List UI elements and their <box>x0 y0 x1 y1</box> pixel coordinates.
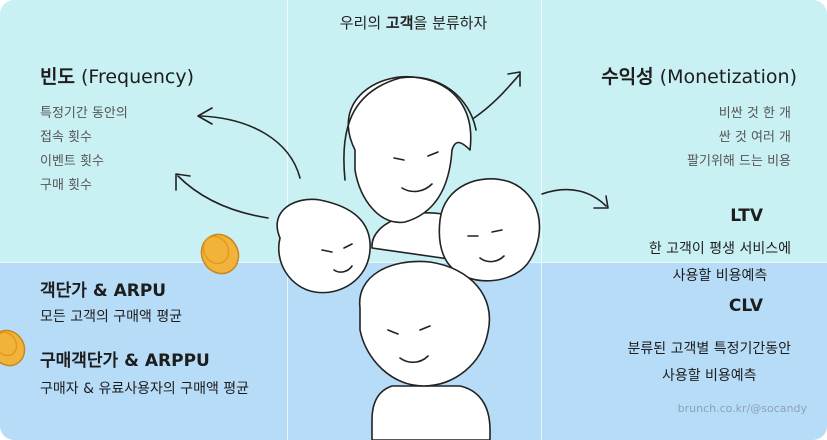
person-face <box>438 178 541 282</box>
clv-heading: CLV <box>728 296 763 316</box>
arrow-icon <box>175 173 269 219</box>
person-face <box>359 260 491 440</box>
ltv-description: 한 고객이 평생 서비스에 사용할 비용예측 <box>649 236 791 290</box>
arpu-heading: 객단가 & ARPU <box>40 281 167 301</box>
list-item: 싼 것 여러 개 <box>718 130 791 145</box>
arppu-heading: 구매객단가 & ARPPU <box>40 351 210 371</box>
monetization-title-rest: (Monetization) <box>653 66 797 88</box>
frequency-heading: 빈도 (Frequency) <box>40 62 194 89</box>
title-post: 을 분류하자 <box>413 14 488 32</box>
list-item: 비싼 것 한 개 <box>718 106 791 121</box>
page-title: 우리의 고객을 분류하자 <box>0 12 827 33</box>
arrow-icon <box>473 71 521 119</box>
ltv-heading: LTV <box>730 206 763 226</box>
frequency-title-bold: 빈도 <box>40 66 75 88</box>
title-pre: 우리의 <box>339 14 386 32</box>
arrow-icon <box>197 107 301 179</box>
list-item: 이벤트 횟수 <box>40 154 104 169</box>
list-item: 특정기간 동안의 <box>40 106 128 121</box>
monetization-heading: 수익성 (Monetization) <box>601 62 797 89</box>
person-face <box>343 76 477 224</box>
person-face <box>276 198 371 294</box>
list-item: 팔기위해 드는 비용 <box>687 154 791 169</box>
ltv-line: 사용할 비용예측 <box>672 268 768 284</box>
clv-line: 분류된 고객별 특정기간동안 <box>627 341 791 357</box>
coin-icon <box>200 233 240 275</box>
arpu-description: 모든 고객의 구매액 평균 <box>40 309 183 325</box>
credit-text: brunch.co.kr/@socandy <box>677 402 807 415</box>
list-item: 구매 횟수 <box>40 178 92 193</box>
frequency-list: 특정기간 동안의 접속 횟수 이벤트 횟수 구매 횟수 <box>40 102 128 198</box>
monetization-list: 비싼 것 한 개 싼 것 여러 개 팔기위해 드는 비용 <box>687 102 791 174</box>
monetization-title-bold: 수익성 <box>601 66 654 88</box>
divider <box>541 0 542 440</box>
title-bold: 고객 <box>385 14 414 32</box>
arrow-icon <box>541 188 609 209</box>
frequency-title-rest: (Frequency) <box>74 66 194 88</box>
clv-line: 사용할 비용예측 <box>661 368 757 384</box>
list-item: 접속 횟수 <box>40 130 92 145</box>
arppu-description: 구매자 & 유료사용자의 구매액 평균 <box>40 381 250 397</box>
coin-icon <box>0 329 26 367</box>
clv-description: 분류된 고객별 특정기간동안 사용할 비용예측 <box>628 336 791 390</box>
ltv-line: 한 고객이 평생 서비스에 <box>648 241 791 257</box>
